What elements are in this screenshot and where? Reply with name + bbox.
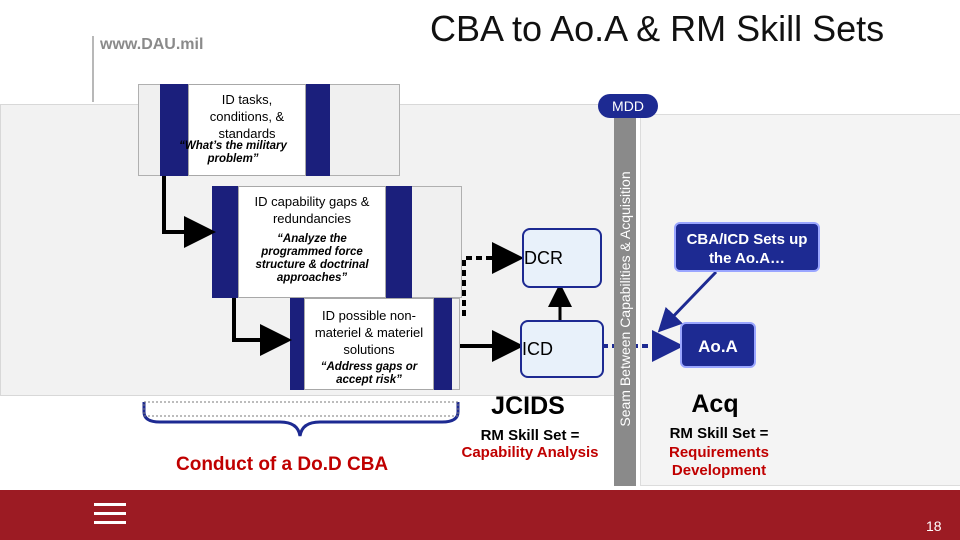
site-logo-text: www.DAU.mil — [100, 36, 204, 53]
rm-right-value: Requirements Development — [668, 444, 770, 479]
footer-bar — [0, 490, 960, 540]
step-2-quote: “Analyze the programmed force structure … — [255, 233, 369, 284]
step-3-left-bar — [290, 298, 304, 390]
step-2-content: ID capability gaps & redundancies “Analy… — [238, 186, 386, 298]
step-2-title: ID capability gaps & redundancies — [254, 194, 370, 226]
seam-bar — [614, 112, 636, 486]
step-2-right-bar — [386, 186, 412, 298]
step-1-quote: “What’s the military problem” — [179, 140, 287, 165]
acq-label: Acq — [691, 390, 739, 418]
menu-icon[interactable] — [94, 503, 126, 525]
cba-icd-box: CBA/ICD Sets up the Ao.A… — [674, 222, 820, 272]
arrow-cba-aoa — [657, 270, 718, 333]
dcr-box: DCR — [522, 228, 602, 288]
conduct-cba-label: Conduct of a Do.D CBA — [176, 454, 389, 475]
slide-title: CBA to Ao.A & RM Skill Sets — [430, 8, 885, 49]
arrow-step2-step3 — [232, 298, 292, 356]
step-2-left-bar — [212, 186, 238, 298]
brace-cba — [142, 402, 460, 437]
step-1-left-bar — [160, 84, 188, 176]
rm-right-prefix: RM Skill Set = — [669, 425, 769, 442]
page-number: 18 — [926, 518, 942, 534]
rm-left-prefix: RM Skill Set = — [480, 427, 580, 444]
icd-box: ICD — [520, 320, 604, 378]
aoa-box: Ao.A — [680, 322, 756, 368]
step-3-title: ID possible non-materiel & materiel solu… — [314, 308, 424, 357]
header-divider — [92, 36, 94, 102]
arrow-step1-step2 — [162, 176, 216, 248]
seam-label: Seam Between Capabilities & Acquisition — [617, 171, 633, 427]
step-1-title: ID tasks, conditions, & standards — [209, 92, 285, 141]
background-flowchart-right — [640, 114, 960, 486]
jcids-label: JCIDS — [491, 392, 565, 420]
arrow-step3-dcr — [462, 242, 524, 316]
step-1-content: ID tasks, conditions, & standards — [188, 84, 306, 176]
mdd-badge: MDD — [598, 94, 658, 118]
step-3-quote: “Address gaps or accept risk” — [320, 361, 418, 386]
step-3-content: ID possible non-materiel & materiel solu… — [304, 298, 434, 390]
step-1-right-bar — [306, 84, 330, 176]
rm-left-value: Capability Analysis — [461, 444, 599, 461]
step-3-right-bar — [434, 298, 452, 390]
